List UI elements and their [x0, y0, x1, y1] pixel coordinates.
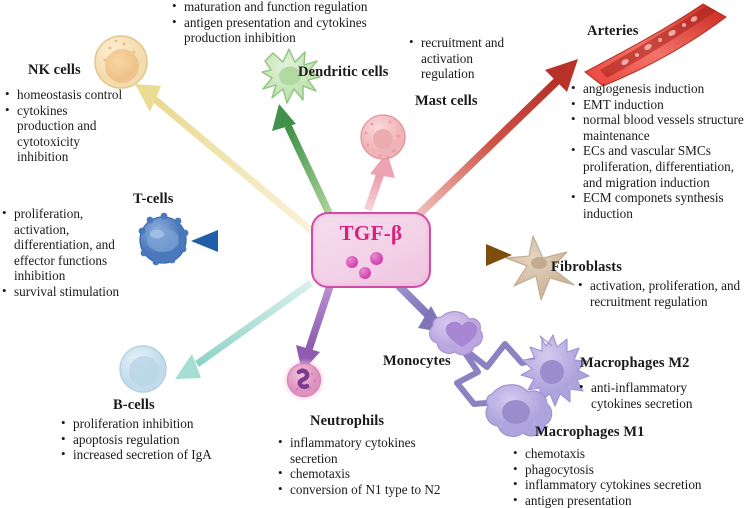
list-item: angiogenesis induction: [570, 80, 751, 97]
dendritic-cells-title: Dendritic cells: [298, 64, 389, 80]
b-cells-title: B-cells: [113, 397, 155, 413]
arteries-title: Arteries: [587, 23, 639, 39]
list-item: antigen presentation: [512, 492, 747, 508]
macrophages-m2-bullets: anti-inflammatory cytokines secretion: [578, 379, 743, 411]
list-item: apoptosis regulation: [60, 431, 290, 448]
neutrophils-title: Neutrophils: [310, 413, 385, 429]
list-item: inflammatory cytokines secretion: [277, 434, 440, 466]
arrow-to-dendritic-cells: [272, 104, 333, 215]
list-item: recruitment and activation regulation: [408, 34, 509, 82]
arrow-to-arteries: [406, 59, 578, 227]
list-item: anti-inflammatory cytokines secretion: [578, 379, 709, 411]
arrow-to-neutrophils: [296, 284, 334, 372]
list-item: conversion of N1 type to N2: [277, 481, 492, 498]
neutrophil-illustration: [282, 358, 326, 402]
list-item: normal blood vessels structure maintenan…: [570, 111, 751, 143]
nk-cells-title: NK cells: [28, 62, 81, 78]
b-cell-illustration: [119, 345, 167, 393]
t-cells-bullets: proliferation, activation, differentiati…: [1, 205, 121, 300]
artery-illustration: [584, 3, 727, 87]
arrow-to-t-cells: [191, 230, 308, 252]
dendritic-cells-bullets: maturation and function regulation antig…: [171, 0, 416, 46]
list-item: survival stimulation: [1, 283, 121, 300]
fibroblasts-bullets: activation, proliferation, and recruitme…: [577, 277, 751, 309]
list-item: activation, proliferation, and recruitme…: [577, 277, 742, 309]
monocyte-illustration: [428, 311, 483, 356]
macrophages-m2-title: Macrophages M2: [580, 355, 690, 371]
arrow-to-fibroblasts: [430, 244, 512, 266]
mast-cells-bullets: recruitment and activation regulation: [408, 34, 518, 82]
t-cell-illustration: [138, 212, 189, 266]
list-item: EMT induction: [570, 96, 751, 113]
arrow-to-nk-cells: [135, 84, 321, 239]
nk-cells-bullets: homeostasis control cytokines production…: [4, 86, 132, 165]
list-item: proliferation, activation, differentiati…: [1, 205, 118, 284]
list-item: increased secretion of IgA: [60, 446, 290, 463]
macrophages-m1-title: Macrophages M1: [535, 424, 645, 440]
arrow-to-monocytes: [395, 282, 446, 333]
monocyte-differentiation-connector: [454, 341, 548, 407]
mast-cells-title: Mast cells: [415, 93, 478, 109]
neutrophils-bullets: inflammatory cytokines secretion chemota…: [277, 434, 492, 498]
list-item: inflammatory cytokines secretion: [512, 476, 747, 493]
arteries-bullets: angiogenesis induction EMT induction nor…: [570, 80, 751, 221]
ligand-dot-2: [370, 252, 383, 265]
arrow-to-b-cells: [175, 280, 314, 379]
list-item: ECM componets synthesis induction: [570, 189, 733, 221]
tgf-beta-label: TGF-β: [339, 221, 403, 245]
ligand-dot-3: [359, 267, 371, 279]
t-cells-title: T-cells: [133, 191, 174, 207]
tgf-beta-node[interactable]: TGF-β: [311, 212, 431, 288]
list-item: antigen presentation and cytokines produ…: [171, 14, 399, 46]
list-item: cytokines production and cytotoxicity in…: [4, 102, 117, 165]
list-item: chemotaxis: [512, 445, 747, 462]
monocytes-title: Monocytes: [383, 353, 451, 369]
list-item: phagocytosis: [512, 461, 747, 478]
fibroblasts-title: Fibroblasts: [551, 259, 622, 275]
mast-cell-illustration: [360, 114, 406, 160]
list-item: homeostasis control: [4, 86, 132, 103]
list-item: chemotaxis: [277, 465, 492, 482]
ligand-dot-1: [346, 256, 358, 268]
arrow-to-mast-cells: [364, 152, 395, 212]
list-item: maturation and function regulation: [171, 0, 416, 15]
nk-cell-illustration: [94, 35, 148, 89]
b-cells-bullets: proliferation inhibition apoptosis regul…: [60, 415, 290, 463]
list-item: ECs and vascular SMCs proliferation, dif…: [570, 142, 751, 190]
macrophages-m1-bullets: chemotaxis phagocytosis inflammatory cyt…: [512, 445, 747, 508]
list-item: proliferation inhibition: [60, 415, 290, 432]
